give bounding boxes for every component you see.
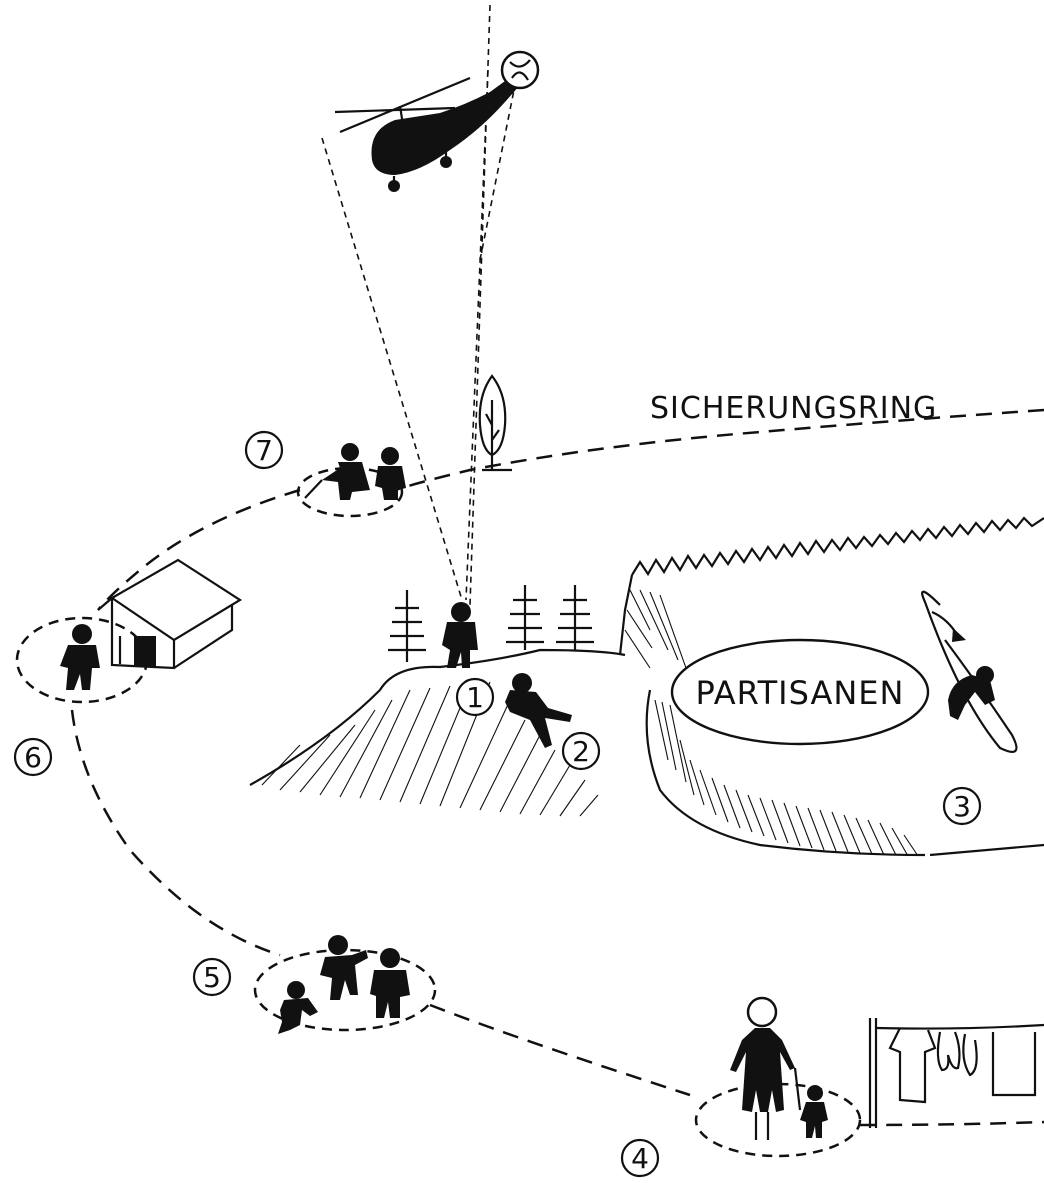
soldier-icon xyxy=(320,935,368,1000)
marker-7: 7 xyxy=(244,430,284,470)
ravine xyxy=(618,574,1044,857)
hill xyxy=(249,648,626,817)
marker-4: 4 xyxy=(620,1138,660,1178)
soldier-icon xyxy=(278,981,318,1034)
marker-1: 1 xyxy=(455,677,495,717)
fir-tree-icon xyxy=(556,585,594,650)
laundry-icon xyxy=(868,1018,1044,1128)
svg-text:4: 4 xyxy=(631,1142,649,1175)
marker-5: 5 xyxy=(192,957,232,997)
svg-text:6: 6 xyxy=(24,741,42,774)
security-ring-path xyxy=(70,408,1044,1127)
marker-2: 2 xyxy=(561,731,601,771)
soldier-icon xyxy=(304,443,370,500)
svg-text:7: 7 xyxy=(255,434,273,467)
svg-text:2: 2 xyxy=(572,735,590,768)
soldier-icon xyxy=(370,948,410,1018)
group-6 xyxy=(15,616,149,704)
soldier-icon xyxy=(505,673,572,748)
group-7 xyxy=(296,443,406,518)
child-icon xyxy=(793,1067,828,1138)
partisans-area: PARTISANEN xyxy=(670,638,930,746)
group-3 xyxy=(921,590,1018,753)
soldier-icon xyxy=(60,624,100,690)
marker-3: 3 xyxy=(942,786,982,826)
house-icon xyxy=(97,558,243,670)
partisans-label: PARTISANEN xyxy=(696,674,905,712)
svg-text:1: 1 xyxy=(466,681,484,714)
svg-text:3: 3 xyxy=(953,790,971,823)
helicopter-icon xyxy=(334,50,540,192)
soldier-icon xyxy=(442,602,478,668)
group-4 xyxy=(694,996,862,1158)
marker-6: 6 xyxy=(13,737,53,777)
fir-tree-icon xyxy=(388,590,426,662)
group-5 xyxy=(253,935,437,1034)
fir-tree-icon xyxy=(506,585,544,650)
security-ring-label: SICHERUNGSRING xyxy=(650,391,937,426)
soldier-icon xyxy=(375,447,406,500)
woman-icon xyxy=(730,996,795,1140)
tree-icon xyxy=(478,374,512,472)
forest-edge xyxy=(631,516,1044,577)
svg-text:5: 5 xyxy=(203,961,221,994)
soldier-icon xyxy=(948,666,995,720)
